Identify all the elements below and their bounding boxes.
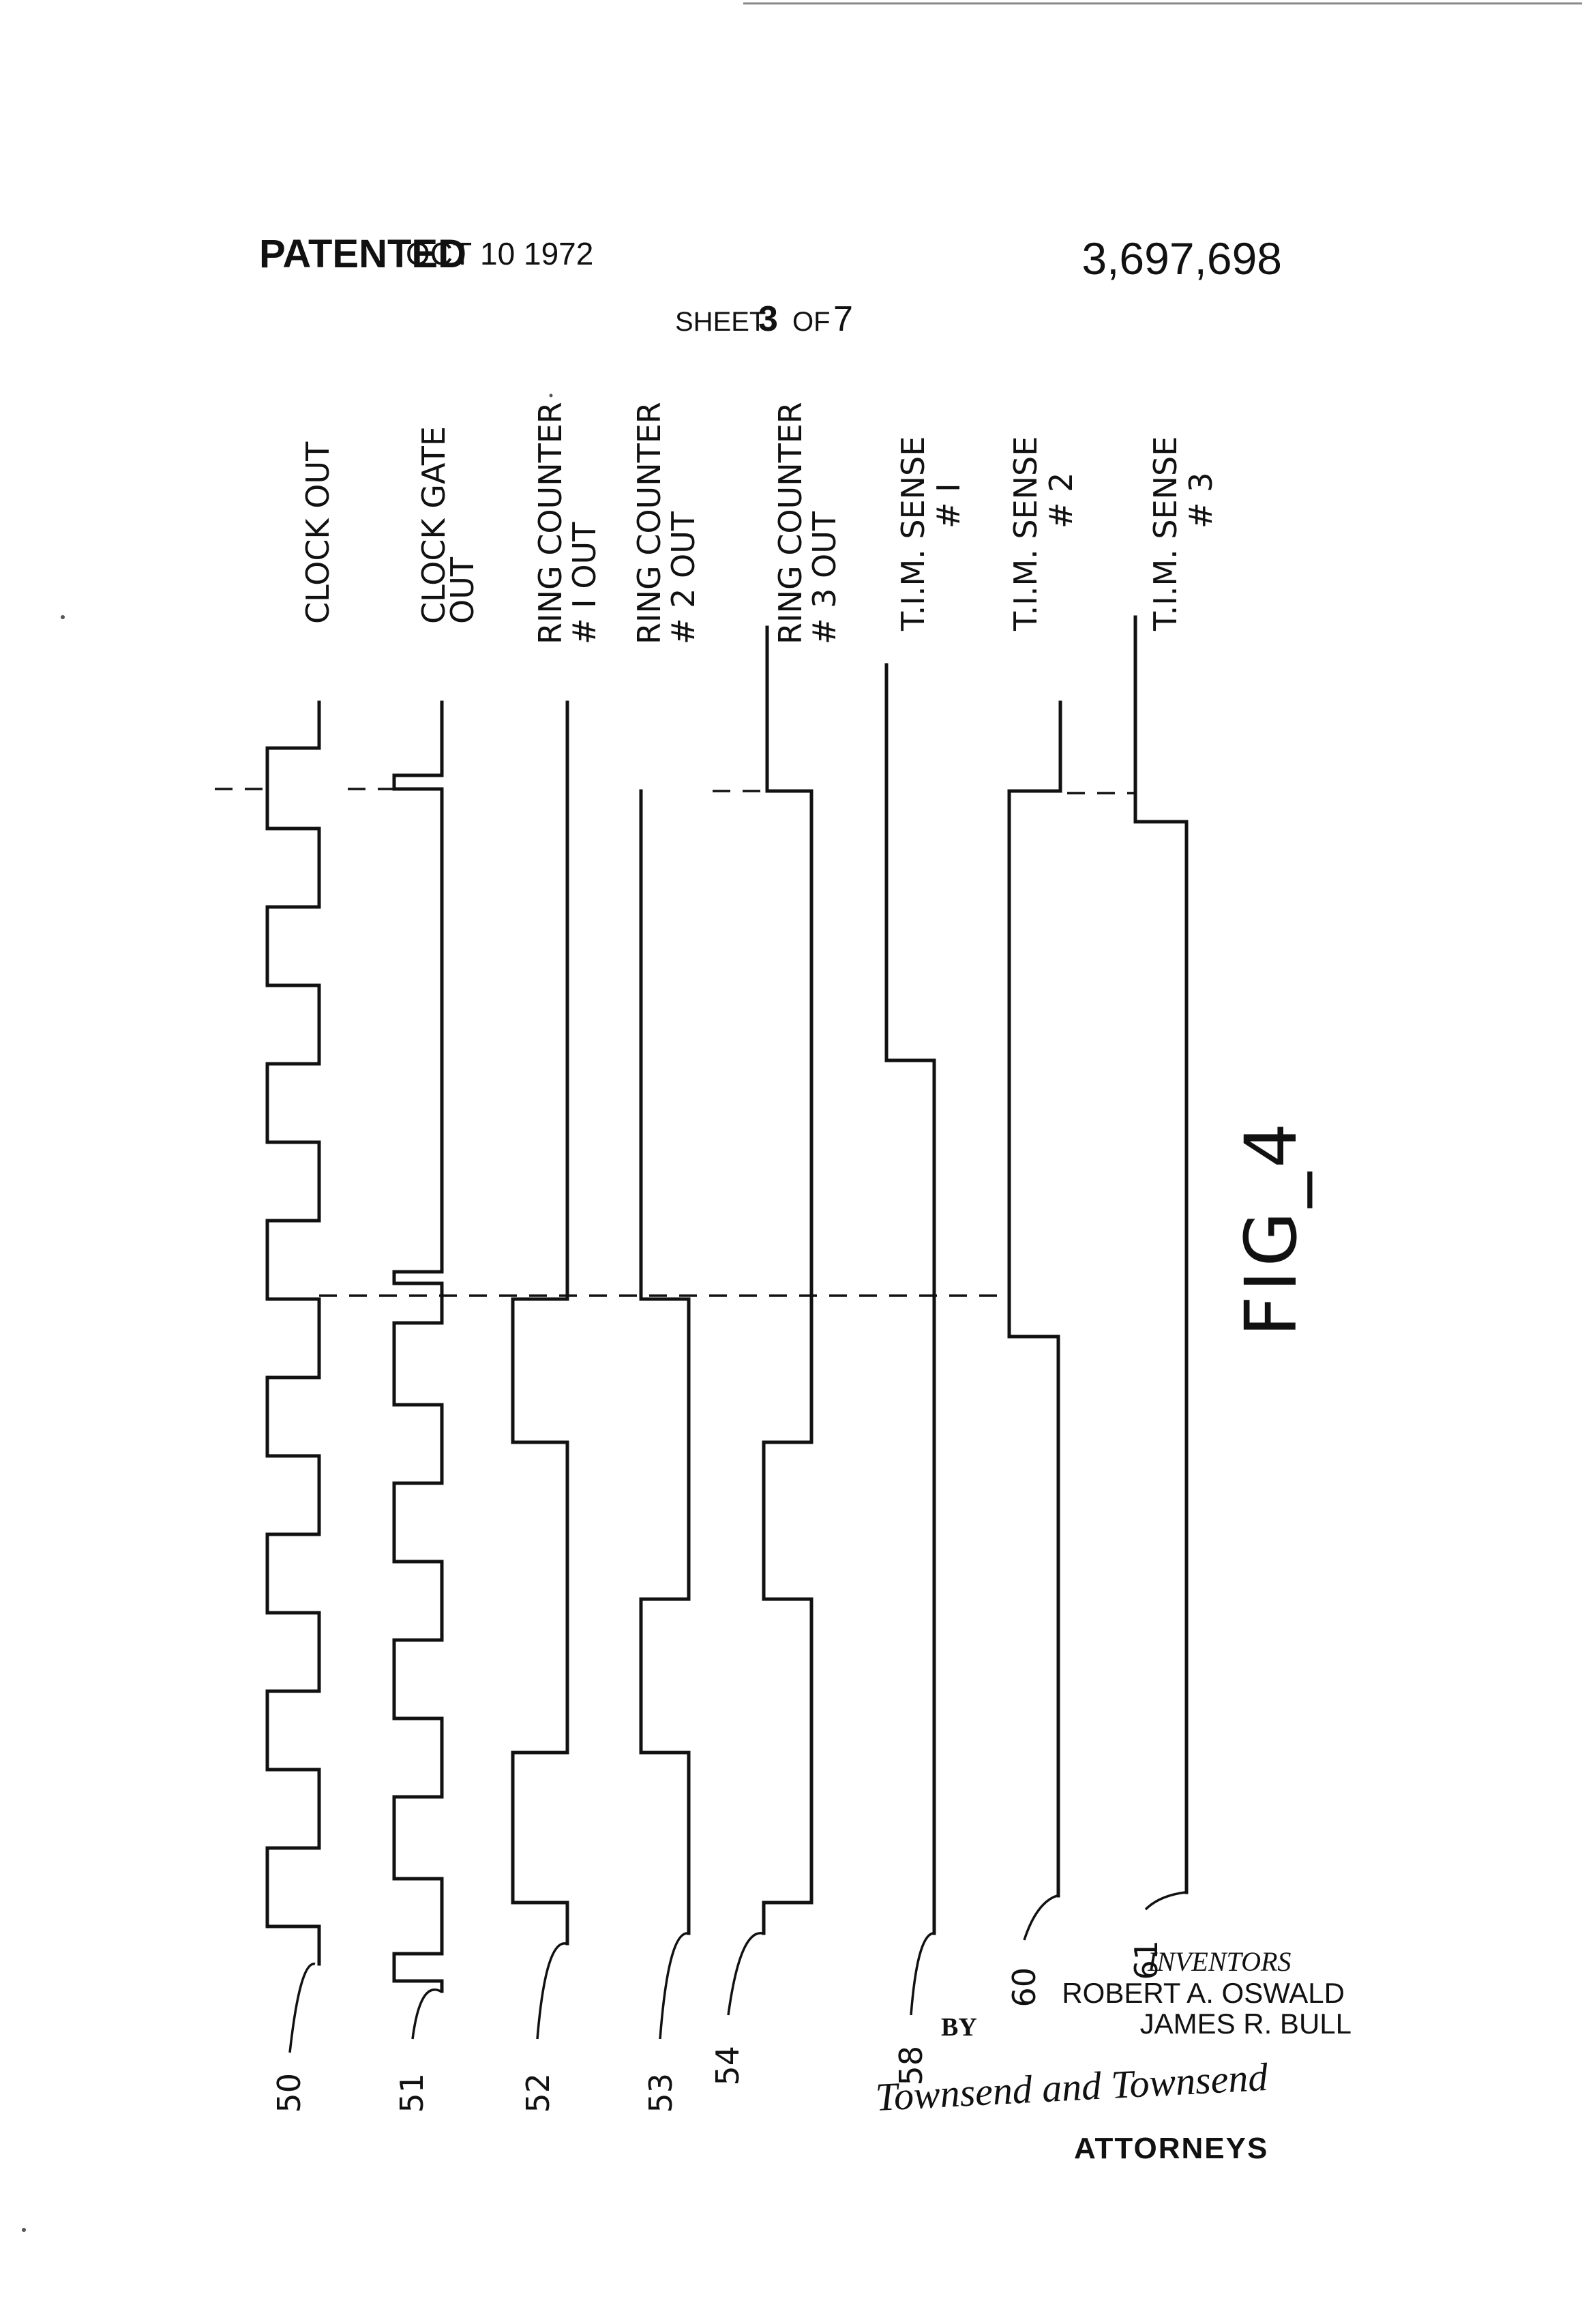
- label-ring-counter-3-line-2: # 3 OUT: [806, 511, 843, 644]
- waveform-traces: [267, 617, 1186, 1991]
- leader-61: [1146, 1892, 1185, 1909]
- label-tim-sense-2: T.I.M. SENSE # 2: [1007, 426, 1079, 631]
- leader-50: [290, 1964, 315, 2053]
- attorneys-label: ATTORNEYS: [1074, 2132, 1268, 2165]
- waveform-clock-gate-out: [394, 702, 442, 1991]
- timing-reference-lines: [215, 789, 1135, 1296]
- label-tim-sense-2-line-1: T.I.M. SENSE: [1007, 436, 1044, 631]
- inventor-2: JAMES R. BULL: [1140, 2008, 1352, 2040]
- waveform-tim-sense-1: [886, 665, 934, 1933]
- label-ring-counter-1: RING COUNTER # I OUT: [532, 392, 603, 644]
- waveform-ring-counter-3: [764, 627, 811, 1933]
- label-ring-counter-3-line-1: RING COUNTER: [772, 402, 809, 644]
- sheet-number: 3: [758, 299, 778, 339]
- label-tim-sense-3-line-1: T.I.M. SENSE: [1147, 436, 1184, 631]
- label-ring-counter-1-line-2: # I OUT: [566, 522, 603, 644]
- label-tim-sense-1: T.I.M. SENSE # I: [895, 426, 967, 631]
- scan-speck: [61, 615, 65, 619]
- patent-number: 3,697,698: [1081, 233, 1282, 284]
- attorney-signature: Townsend and Townsend: [874, 2055, 1269, 2119]
- label-clock-gate-out-line-2: OUT: [444, 556, 481, 624]
- ref-54: 54: [709, 2046, 746, 2086]
- leader-58: [911, 1933, 933, 2015]
- ref-60: 60: [1006, 1967, 1043, 2008]
- figure-title: FIG_4: [1229, 1119, 1313, 1337]
- ref-53: 53: [642, 2073, 679, 2113]
- label-clock-out-line-1: CLOCK OUT: [299, 441, 336, 624]
- sheet-of-label: OF: [792, 307, 831, 337]
- label-tim-sense-1-line-1: T.I.M. SENSE: [895, 436, 931, 631]
- scan-speck: [550, 394, 553, 398]
- label-tim-sense-1-line-2: # I: [930, 483, 967, 528]
- leader-53: [660, 1933, 687, 2039]
- label-tim-sense-2-line-2: # 2: [1043, 473, 1079, 528]
- label-ring-counter-3: RING COUNTER # 3 OUT: [772, 392, 843, 644]
- ref-52: 52: [520, 2073, 556, 2113]
- patented-date: OCT 10 1972: [406, 236, 593, 271]
- sheet-label: SHEET: [675, 307, 766, 337]
- waveform-tim-sense-2: [1009, 702, 1060, 1896]
- label-tim-sense-3-line-2: # 3: [1182, 473, 1219, 528]
- leader-52: [537, 1943, 566, 2039]
- inventor-1: ROBERT A. OSWALD: [1062, 1977, 1345, 2009]
- label-clock-out: CLOCK OUT: [299, 441, 336, 624]
- sheet-total: 7: [833, 299, 853, 339]
- label-tim-sense-3: T.I.M. SENSE # 3: [1147, 426, 1219, 631]
- label-ring-counter-2-line-2: # 2 OUT: [665, 511, 702, 644]
- signal-labels: CLOCK OUT CLOCK GATE OUT RING COUNTER # …: [299, 392, 1219, 644]
- leader-54: [728, 1933, 762, 2015]
- label-ring-counter-1-line-1: RING COUNTER: [532, 402, 569, 644]
- leader-60: [1024, 1896, 1057, 1940]
- ref-50: 50: [271, 2073, 308, 2113]
- inventors-label: INVENTORS: [1147, 1946, 1291, 1977]
- by-label: BY: [941, 2013, 977, 2042]
- ref-51: 51: [393, 2073, 430, 2113]
- label-ring-counter-2: RING COUNTER # 2 OUT: [631, 392, 702, 644]
- leader-51: [413, 1990, 441, 2039]
- scan-speck: [22, 2228, 26, 2232]
- waveform-ring-counter-2: [641, 791, 689, 1933]
- label-clock-gate-out: CLOCK GATE OUT: [415, 416, 481, 624]
- label-ring-counter-2-line-1: RING COUNTER: [631, 402, 668, 644]
- waveform-tim-sense-3: [1135, 617, 1186, 1892]
- waveform-ring-counter-1: [513, 702, 567, 1943]
- waveform-clock-out: [267, 702, 319, 1964]
